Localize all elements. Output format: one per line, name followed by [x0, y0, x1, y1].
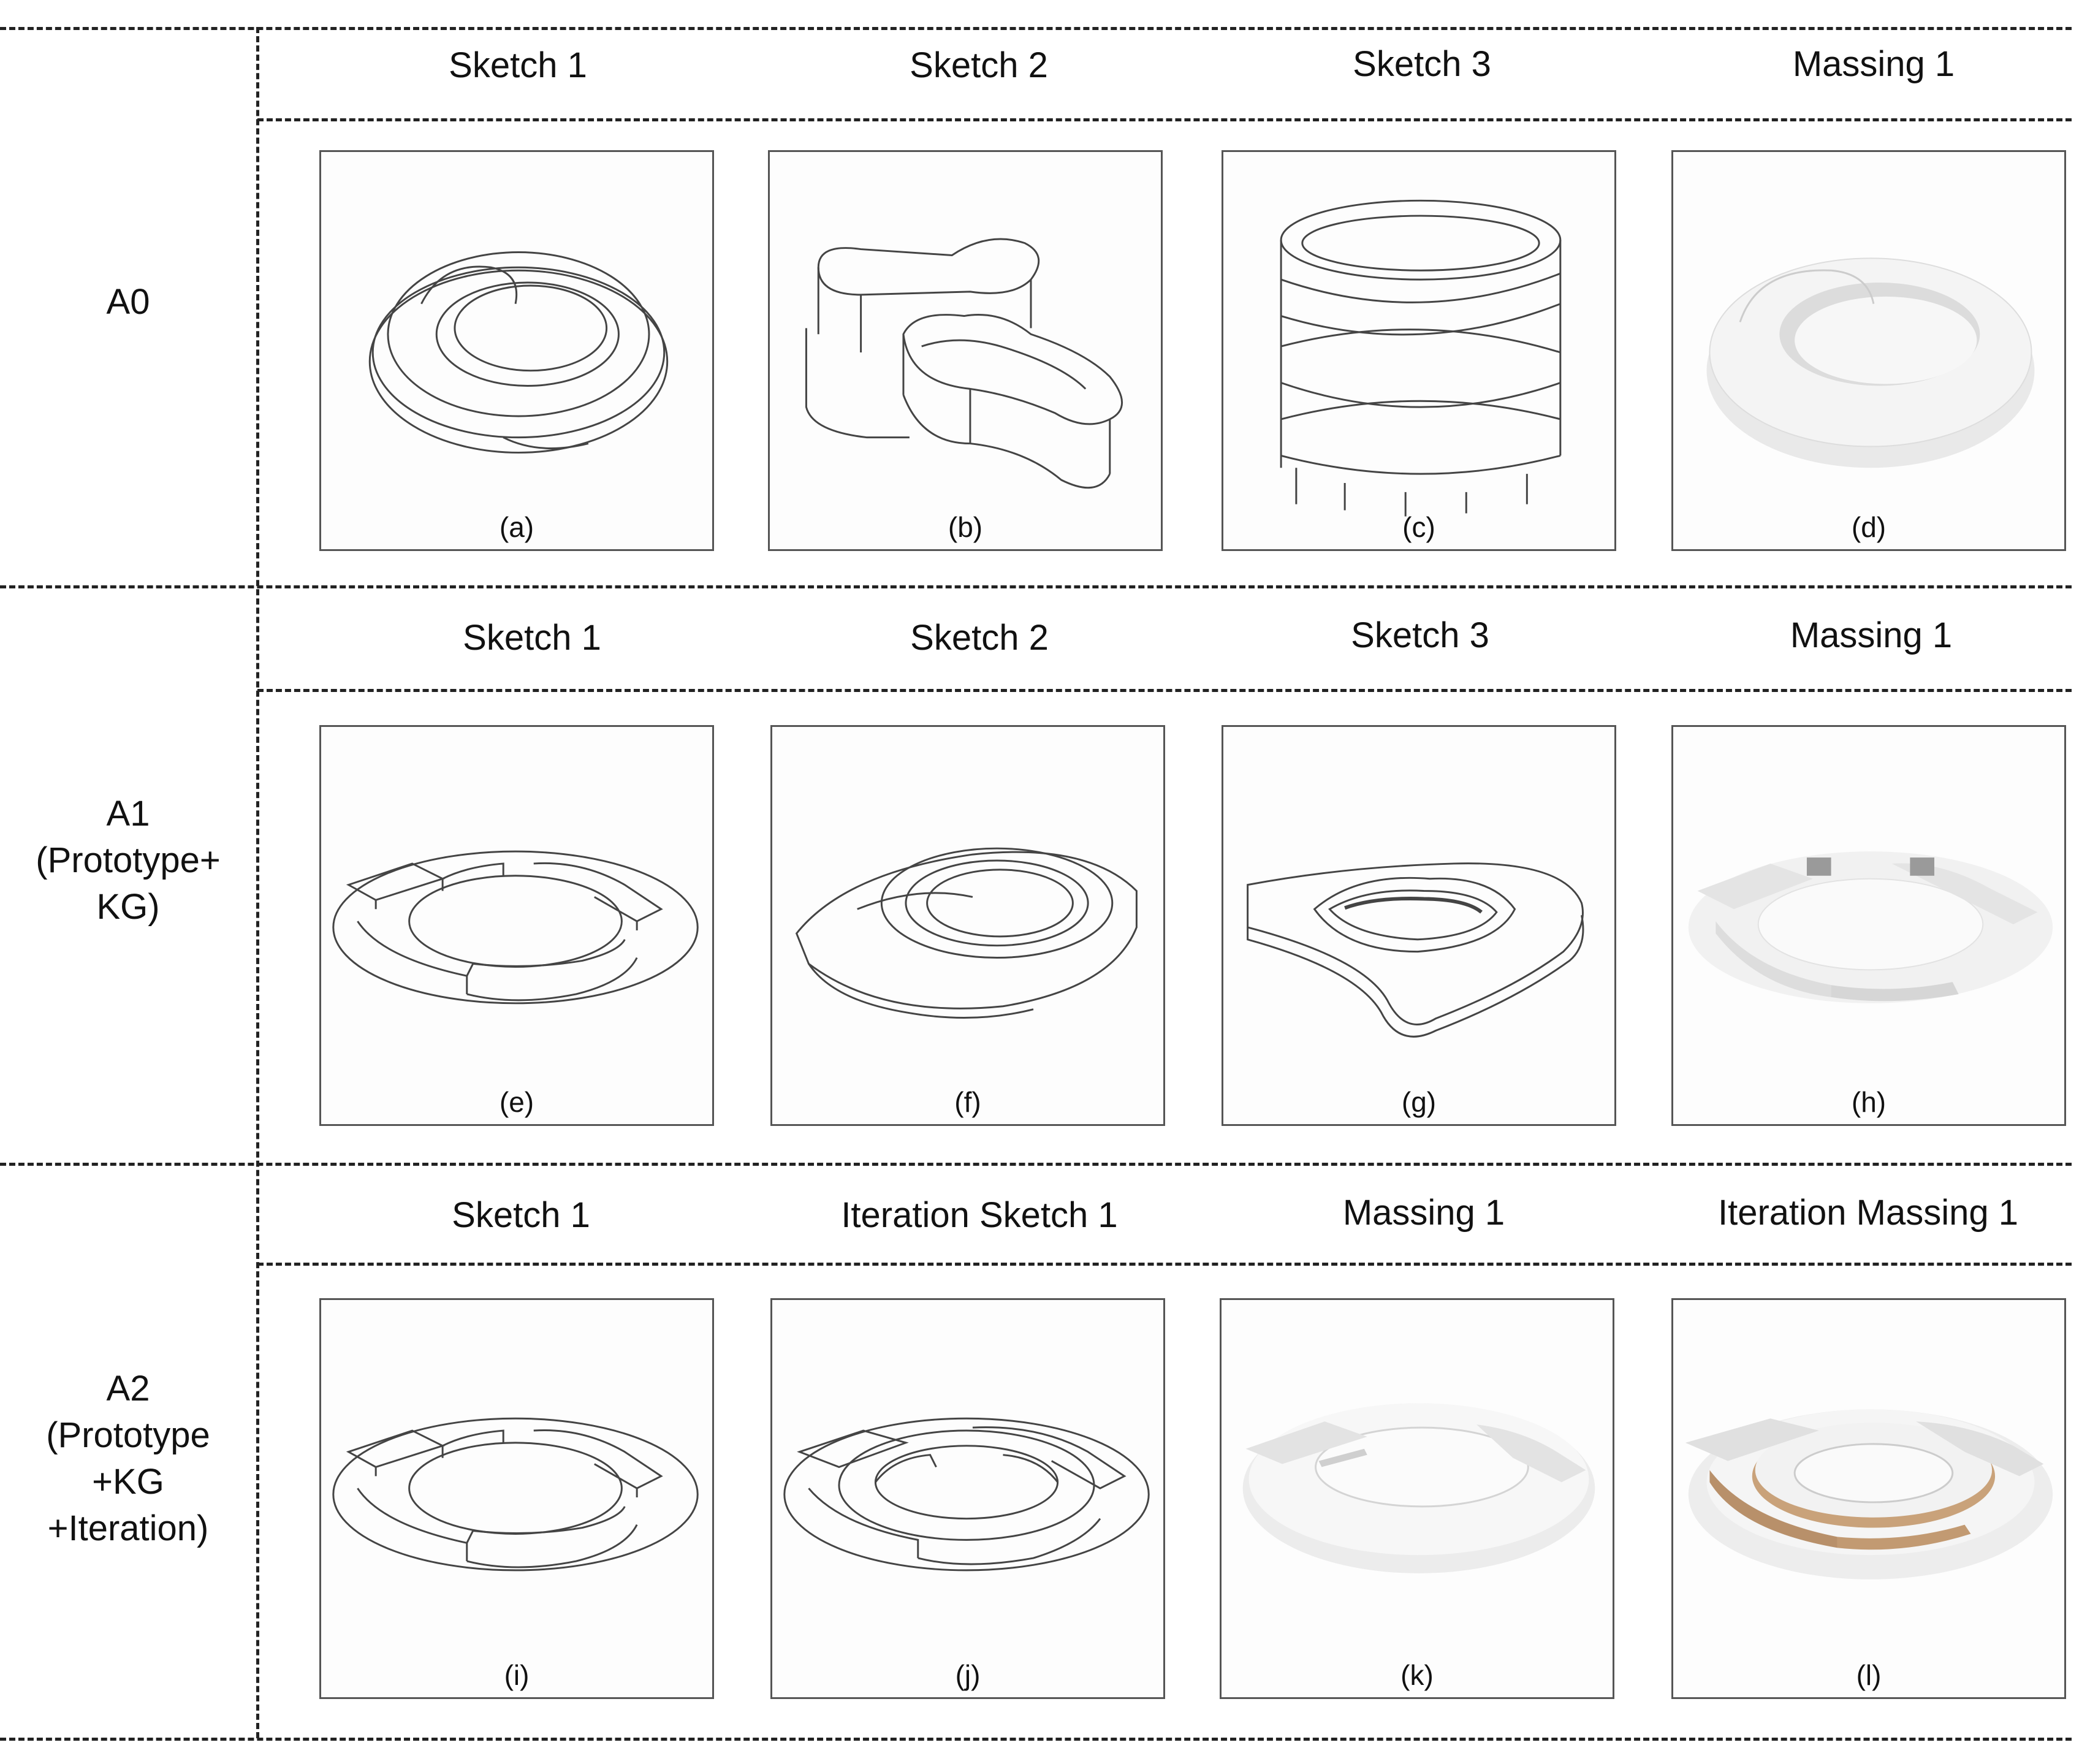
header-divider-a0	[257, 118, 2072, 121]
panel-caption: (j)	[955, 1659, 981, 1691]
figure-panel-a: (a)	[319, 150, 714, 551]
row-label-line: KG)	[96, 887, 160, 927]
figure-panel-l: (l)	[1671, 1298, 2066, 1699]
row-label-line: +Iteration)	[47, 1508, 209, 1548]
double-ring-sketch-icon	[783, 1417, 1150, 1572]
segmented-ring-sketch-icon	[332, 1417, 699, 1572]
figure-panel-h: (h)	[1671, 725, 2066, 1126]
row-label-line: A2	[106, 1369, 150, 1409]
column-header: Massing 1	[1792, 44, 1955, 84]
row-label-line: +KG	[92, 1462, 164, 1502]
segmented-ring-sketch-icon	[332, 850, 699, 1005]
figure-panel-g: (g)	[1222, 725, 1616, 1126]
column-header: Iteration Massing 1	[1717, 1193, 2019, 1233]
loop-ring-sketch-icon	[368, 251, 669, 454]
panel-caption: (i)	[504, 1659, 530, 1691]
column-header: Sketch 2	[910, 618, 1049, 658]
row-divider-bottom	[0, 1738, 2072, 1741]
label-column-divider	[256, 27, 259, 1738]
row-label-line: (Prototype+	[36, 840, 221, 880]
column-header: Sketch 1	[452, 1195, 590, 1235]
panel-caption: (d)	[1851, 511, 1887, 543]
stadium-plate-sketch-icon	[1247, 862, 1584, 1038]
swirl-ring-sketch-icon	[795, 847, 1138, 1019]
panel-caption: (a)	[499, 511, 534, 543]
figure-panel-f: (f)	[770, 725, 1165, 1126]
figure-panel-b: (b)	[768, 150, 1163, 551]
panel-caption: (h)	[1851, 1086, 1887, 1118]
row-divider-1	[0, 585, 2072, 588]
row-label-line: A0	[106, 282, 150, 322]
figure-panel-d: (d)	[1671, 150, 2066, 551]
segmented-ring-massing-icon	[1688, 851, 2053, 1003]
segmented-ring-massing-icon	[1242, 1403, 1595, 1573]
header-divider-a2	[257, 1263, 2072, 1266]
row-label-a2: A2 (Prototype +KG +Iteration)	[0, 1366, 256, 1552]
figure-panel-i: (i)	[319, 1298, 714, 1699]
panel-caption: (e)	[499, 1086, 534, 1118]
column-header: Sketch 3	[1351, 615, 1489, 655]
row-divider-2	[0, 1163, 2072, 1166]
row-label-a0: A0	[0, 279, 256, 325]
figure-panel-e: (e)	[319, 725, 714, 1126]
column-header: Sketch 1	[449, 45, 587, 85]
double-ring-massing-icon	[1685, 1409, 2053, 1580]
panel-caption: (g)	[1401, 1086, 1437, 1118]
row-divider-top	[0, 27, 2072, 30]
figure-panel-c: (c)	[1222, 150, 1616, 551]
column-header: Sketch 3	[1353, 44, 1491, 84]
row-label-a1: A1 (Prototype+ KG)	[0, 791, 256, 930]
spiral-tower-sketch-icon	[1280, 199, 1562, 517]
header-divider-a1	[257, 689, 2072, 692]
panel-caption: (c)	[1402, 511, 1435, 543]
stacked-loops-sketch-icon	[805, 238, 1123, 489]
column-header: Massing 1	[1342, 1193, 1505, 1233]
column-header: Massing 1	[1790, 615, 1953, 655]
column-header: Sketch 2	[910, 45, 1048, 85]
column-header: Iteration Sketch 1	[841, 1195, 1118, 1235]
panel-caption: (f)	[954, 1086, 981, 1118]
figure-panel-j: (j)	[770, 1298, 1165, 1699]
row-label-line: A1	[106, 794, 150, 834]
row-label-line: (Prototype	[46, 1415, 210, 1455]
figure-panel-k: (k)	[1220, 1298, 1614, 1699]
panel-caption: (l)	[1856, 1659, 1882, 1691]
column-header: Sketch 1	[463, 618, 601, 658]
panel-caption: (k)	[1400, 1659, 1434, 1691]
panel-caption: (b)	[948, 511, 983, 543]
loop-ring-massing-icon	[1706, 257, 2035, 468]
